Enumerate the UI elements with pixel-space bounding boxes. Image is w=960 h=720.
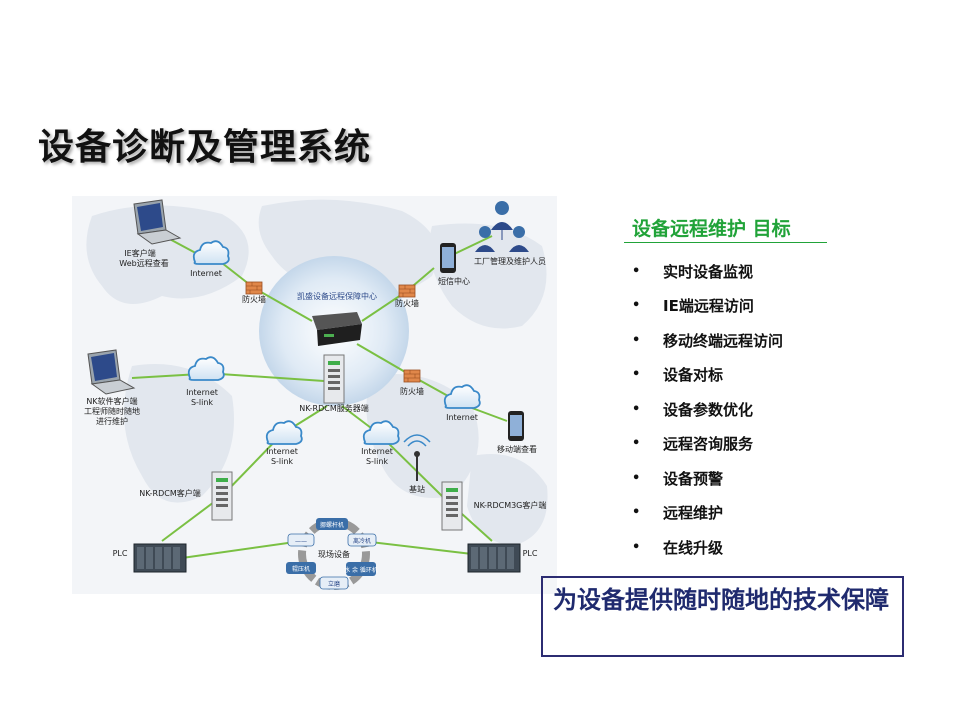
base-station-label: 基站 [409,484,425,494]
equip-top-label: 挪螺杆机 [320,521,344,529]
plc-right-icon [467,543,521,573]
internet-label-right: Internet [446,413,478,422]
staff-people-icon [475,201,529,252]
plc-left-icon [133,543,187,573]
equip-bottom-label: 立磨 [328,580,340,588]
slogan-text: 为设备提供随时随地的技术保障 [553,586,889,614]
firewall-label-lower: 防火墙 [400,386,424,396]
rdcm-server-device-icon [323,354,345,404]
nk-software-label-1: NK软件客户端 [86,396,137,406]
base-station-icon [403,434,431,481]
rdcm3g-client-label: NK-RDCM3G客户端 [474,500,547,510]
goal-item-label: 设备对标 [663,366,724,385]
plc-right-label: PLC [523,549,538,558]
goal-item: • 远程维护 [632,496,783,531]
remote-center-server-icon [312,312,362,346]
sms-center-label: 短信中心 [438,276,470,286]
goal-item-label: 远程咨询服务 [663,435,754,454]
goal-item: • 移动终端远程访问 [632,323,783,358]
goal-item: • 设备预警 [632,461,783,496]
goal-item: • 设备参数优化 [632,392,783,427]
bullet-icon: • [632,332,641,348]
goal-item: • 实时设备监视 [632,254,783,289]
equip-ltop-label: —— [295,538,307,545]
firewall-icon-right [398,284,416,298]
goals-list: • 实时设备监视 • IE端远程访问 • 移动终端远程访问 • 设备对标 • 设备参数优化… [632,254,783,565]
center-label: 凯盛设备远程保障中心 [297,291,377,301]
ie-client-label-1: IE客户端 [124,248,155,258]
bullet-icon: • [632,367,641,383]
goal-item-label: 设备预警 [663,469,724,488]
slink-label-left: S-link [191,398,213,407]
internet-label-top: Internet [190,269,222,278]
internet-label-mid-left: Internet [266,447,298,456]
bullet-icon: • [632,298,641,314]
plc-left-label: PLC [113,549,128,558]
rdcm-client-label: NK-RDCM客户端 [139,488,200,498]
goal-item: • IE端远程访问 [632,289,783,324]
field-equipment-label: 现场设备 [318,549,350,559]
goal-item: • 设备对标 [632,358,783,393]
firewall-icon-left [245,281,263,295]
field-equipment-ring [286,518,377,590]
goal-item-label: 设备参数优化 [663,400,754,419]
nk-software-label-3: 进行维护 [96,416,128,426]
equip-right-label: 离冷机 [353,537,371,545]
nk-software-label-2: 工程师随时随地 [84,406,140,416]
slink-label-mid-right: S-link [366,457,388,466]
page-title: 设备诊断及管理系统 [38,127,372,168]
goals-heading-underline [624,242,827,243]
bullet-icon: • [632,470,641,486]
internet-label-left: Internet [186,388,218,397]
bullet-icon: • [632,263,641,279]
slogan-box: 为设备提供随时随地的技术保障 [541,576,904,657]
goal-item-label: 远程维护 [663,504,724,523]
goal-item-label: 实时设备监视 [663,262,754,281]
goal-item-label: 移动终端远程访问 [663,331,784,350]
equip-rbottom-label: 水 余 循环机 [344,566,378,574]
equip-left-label: 辊压机 [292,565,310,573]
rdcm3g-client-device-icon [441,481,463,531]
bullet-icon: • [632,539,641,555]
sms-phone-icon [440,243,456,273]
firewall-icon-lower [403,369,421,383]
bullet-icon: • [632,401,641,417]
rdcm-server-label: NK-RDCM服务器端 [299,403,368,413]
factory-staff-label: 工厂管理及维护人员 [474,256,546,266]
internet-label-mid-right: Internet [361,447,393,456]
mobile-phone-icon [508,411,524,441]
bullet-icon: • [632,436,641,452]
goals-heading: 设备远程维护 目标 [632,218,791,240]
goal-item: • 远程咨询服务 [632,427,783,462]
goal-item-label: 在线升级 [663,538,724,557]
firewall-label-right: 防火墙 [395,298,419,308]
slink-label-mid-left: S-link [271,457,293,466]
bullet-icon: • [632,505,641,521]
mobile-view-label: 移动端查看 [497,444,537,454]
goal-item: • 在线升级 [632,530,783,565]
firewall-label-left: 防火墙 [242,294,266,304]
rdcm-client-device-icon [211,471,233,521]
goal-item-label: IE端远程访问 [663,297,754,316]
ie-client-label-2: Web远程查看 [119,258,168,268]
network-diagram: IE客户端 Web远程查看 Internet 防火墙 凯盛设备远程保障中心 防火… [72,196,557,594]
